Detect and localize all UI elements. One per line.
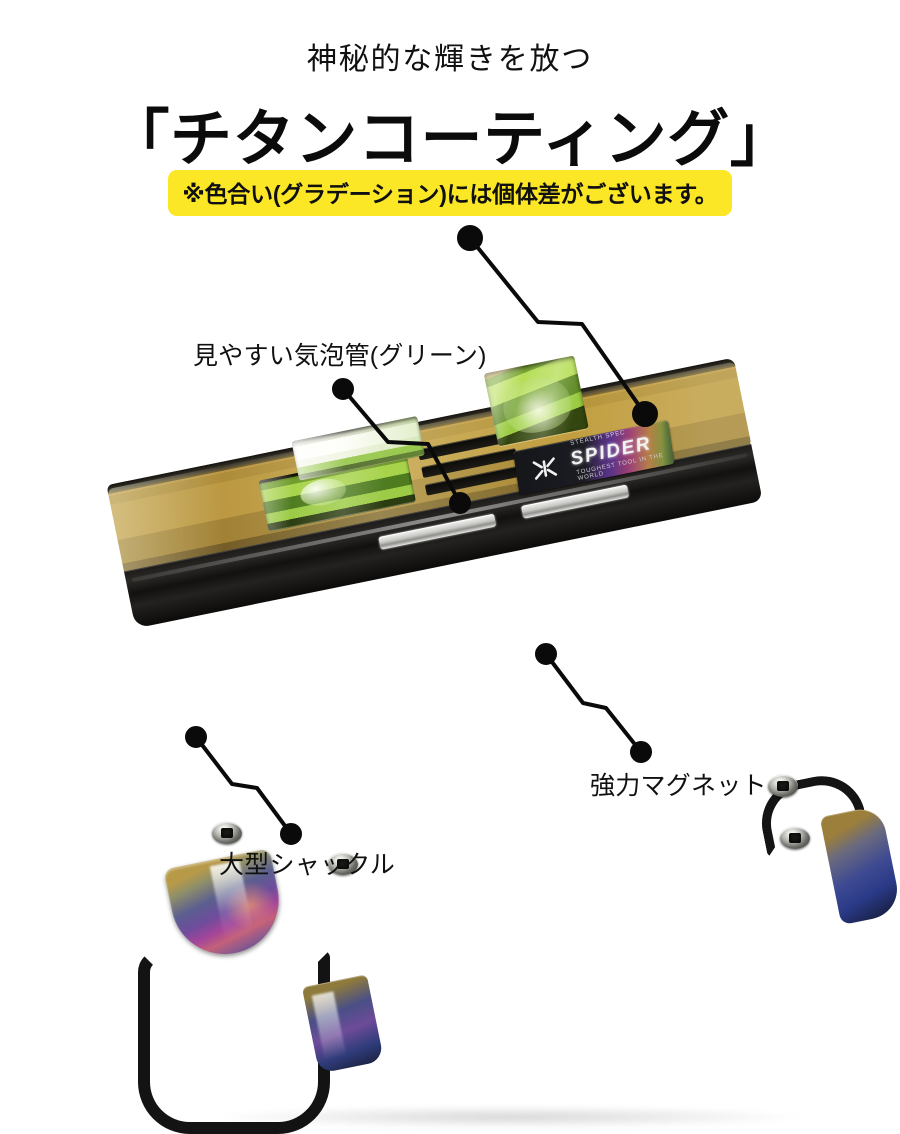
callout-dot-coating-target — [632, 401, 658, 427]
callout-line-shackle — [194, 735, 293, 836]
contact-shadow — [210, 1106, 810, 1128]
callout-dot-shackle-target — [185, 726, 207, 748]
hex-screw — [768, 775, 798, 797]
hex-screw — [328, 853, 358, 875]
tab-highlight — [311, 991, 347, 1061]
note-row: ※色合い(グラデーション)には個体差がございます。 — [0, 170, 900, 216]
callout-label-shackle: 大型シャックル — [219, 851, 396, 879]
callout-line-coating — [468, 236, 647, 416]
callout-label-magnet: 強力マグネット — [590, 772, 767, 800]
shackle-large — [138, 950, 330, 1134]
hex-screw — [212, 822, 242, 844]
page-title: 「チタンコーティング」 — [107, 105, 793, 174]
kicker-text: 神秘的な輝きを放つ — [306, 42, 594, 77]
brand-label: STEALTH SPEC SPIDER TOUGHEST TOOL IN THE… — [513, 420, 675, 496]
callout-dot-magnet-target — [535, 643, 557, 665]
callout-lines — [185, 225, 658, 845]
level-body: STEALTH SPEC SPIDER TOUGHEST TOOL IN THE… — [106, 355, 763, 633]
spider-mark-icon — [532, 457, 558, 480]
callout-label-vial: 見やすい気泡管(グリーン) — [193, 342, 487, 370]
callout-line-vial — [341, 387, 462, 505]
callout-dot-vial-target — [449, 492, 471, 514]
callout-line-magnet — [544, 652, 643, 754]
callout-dot-coating-label — [457, 225, 483, 251]
hex-screw — [780, 827, 810, 849]
callout-dot-magnet-label — [630, 741, 652, 763]
variation-note-badge: ※色合い(グラデーション)には個体差がございます。 — [168, 170, 732, 216]
shackle-highlight — [152, 968, 162, 1060]
callout-dot-vial-label — [332, 378, 354, 400]
product-feature-graphic: 神秘的な輝きを放つ 「チタンコーティング」 ※色合い(グラデーション)には個体差… — [0, 42, 900, 1134]
callout-dot-shackle-label — [280, 823, 302, 845]
